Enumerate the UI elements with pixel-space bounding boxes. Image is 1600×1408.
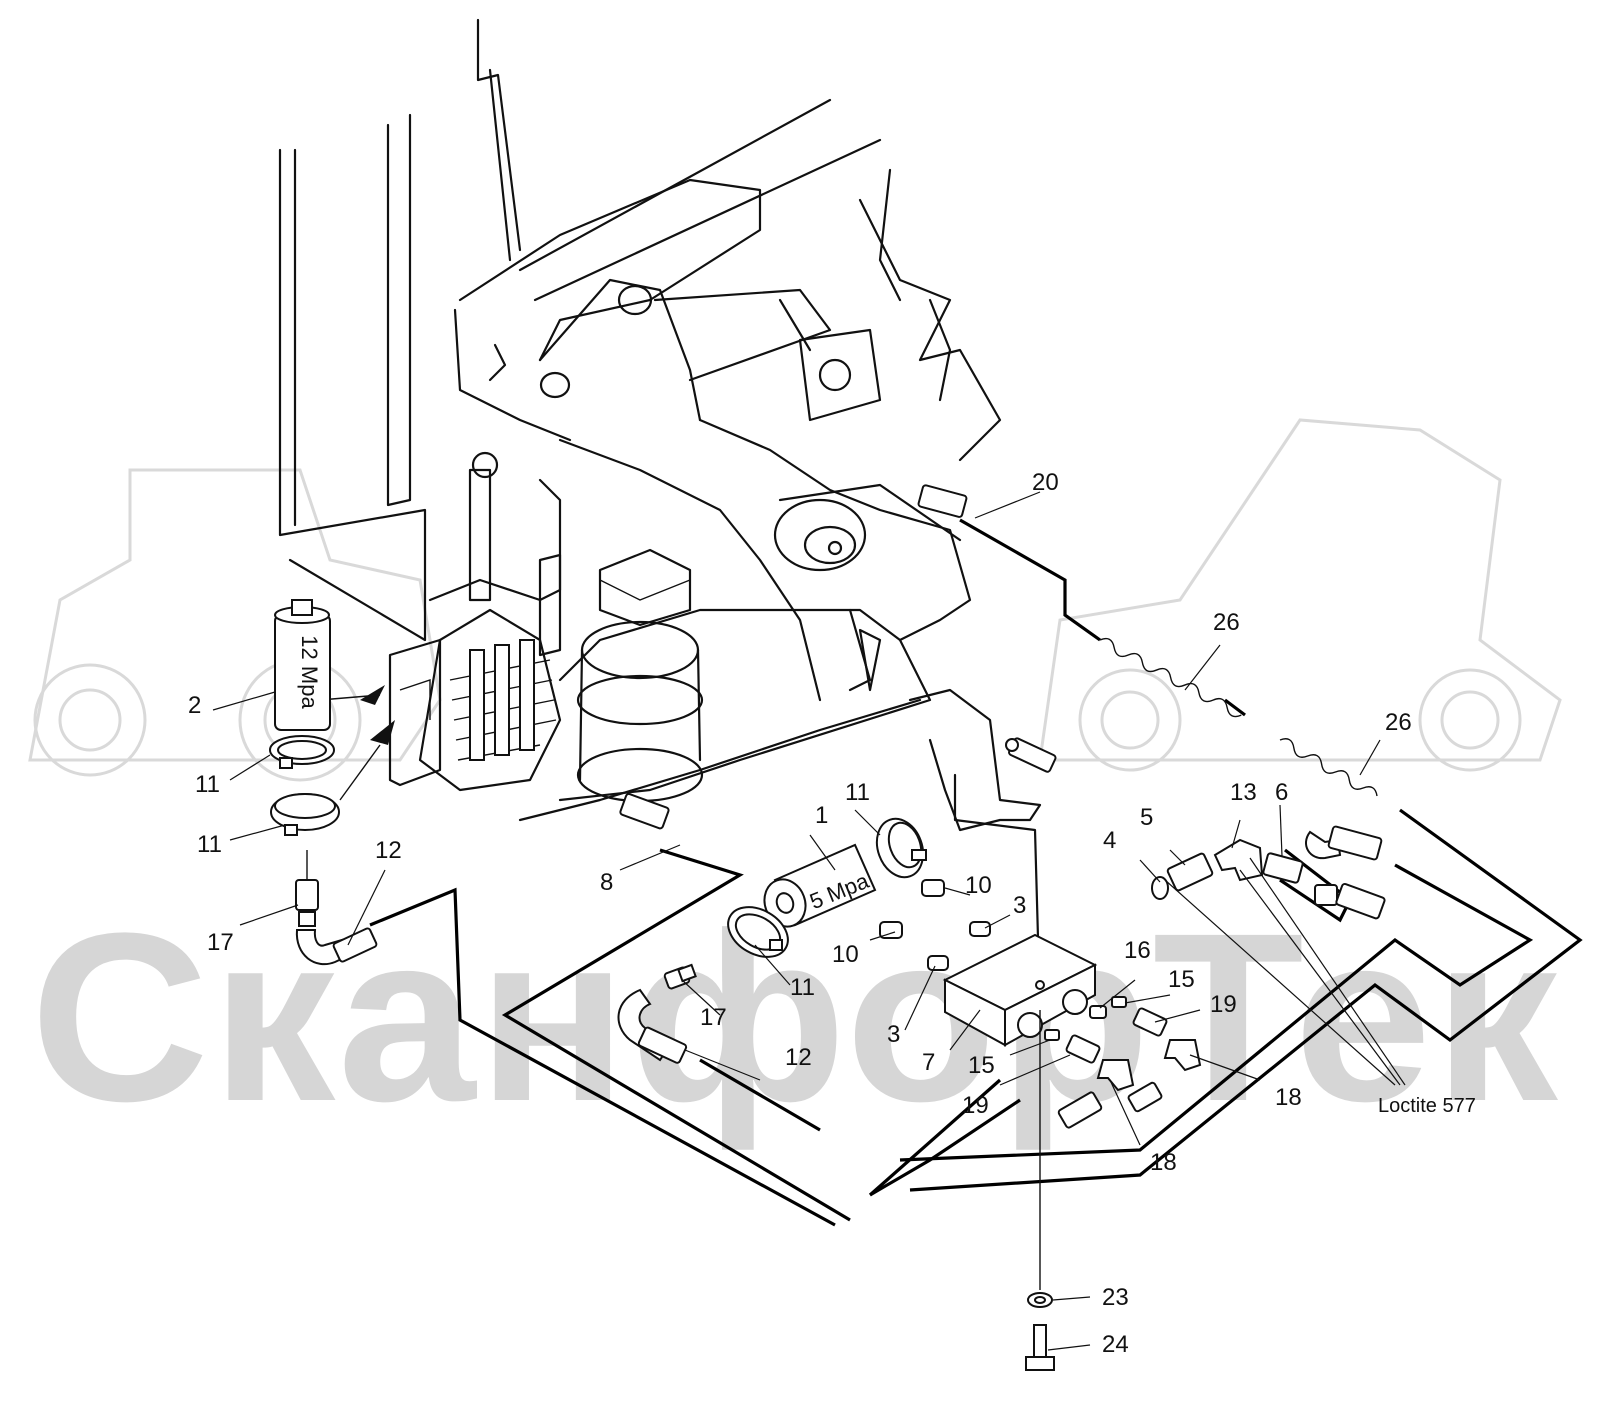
- fitting-5: [1166, 852, 1214, 892]
- callout-24: 24: [1102, 1331, 1129, 1358]
- fitting-19-upper: [1132, 1007, 1168, 1037]
- callout-23: 23: [1102, 1284, 1129, 1311]
- plug-10-upper: [921, 879, 945, 897]
- parts: 12 Mpa 5 Mpa: [269, 484, 1386, 1371]
- fitting-15-upper: [1111, 996, 1127, 1008]
- spiral-guard-26-lower: [1279, 738, 1378, 797]
- plug-3-lower: [927, 955, 949, 971]
- elbow-13: [1213, 838, 1264, 882]
- accumulator-12-label: 12 Mpa: [297, 635, 322, 709]
- callout-2: 2: [188, 692, 201, 719]
- bolt-24: [1025, 1010, 1055, 1371]
- callout-3-a: 3: [1013, 892, 1026, 919]
- callout-8: 8: [600, 869, 613, 896]
- callout-19-a: 19: [962, 1092, 989, 1119]
- elbow-18-lower: [1096, 1059, 1135, 1092]
- fitting-15-lower: [1044, 1029, 1060, 1041]
- callout-26-a: 26: [1213, 609, 1240, 636]
- plug-10-lower: [879, 921, 903, 939]
- callout-10-b: 10: [832, 941, 859, 968]
- callout-11-c: 11: [845, 779, 870, 806]
- fitting-8: [619, 792, 670, 830]
- callout-15-b: 15: [1168, 966, 1195, 993]
- hose-elbow-12-left: [295, 927, 378, 966]
- callout-17-a: 17: [207, 929, 234, 956]
- callout-19-b: 19: [1210, 991, 1237, 1018]
- hose-elbow-12-right: [617, 988, 688, 1064]
- callout-26-b: 26: [1385, 709, 1412, 736]
- plug-3-upper: [969, 921, 991, 937]
- fitting-19-lower: [1065, 1034, 1101, 1064]
- loctite-note: Loctite 577: [1378, 1095, 1476, 1117]
- accumulator-12mpa: 12 Mpa: [274, 599, 331, 731]
- callout-1: 1: [815, 802, 828, 829]
- callout-5: 5: [1140, 804, 1153, 831]
- leader-lines: [212, 491, 1406, 1351]
- callout-6: 6: [1275, 779, 1288, 806]
- callout-7: 7: [922, 1049, 935, 1076]
- accumulator-5mpa: 5 Mpa: [763, 843, 877, 928]
- washer-4: [1151, 876, 1169, 900]
- callout-16: 16: [1124, 937, 1151, 964]
- washer-23: [1027, 1292, 1053, 1308]
- callout-11-d: 11: [790, 974, 815, 1001]
- clamp-right: [875, 817, 927, 879]
- hose-end-upper-a: [1305, 825, 1383, 861]
- hose-end-lower: [1057, 1081, 1163, 1129]
- callout-15-a: 15: [968, 1052, 995, 1079]
- fitting-17-right: [663, 963, 697, 990]
- fitting-17-left: [295, 850, 319, 927]
- callout-12-b: 12: [785, 1044, 812, 1071]
- hose-end-upper-b: [1314, 882, 1386, 920]
- callout-11-a: 11: [195, 771, 220, 798]
- clamp-upper: [269, 735, 335, 769]
- callout-3-b: 3: [887, 1021, 900, 1048]
- callouts: 2 11 11 17 12 8 1 11 11 17 12 10 10 3 3 …: [188, 469, 1476, 1358]
- valve-block-7: [942, 933, 1098, 1047]
- clamp-left: [727, 906, 789, 958]
- fitting-16: [1089, 1005, 1107, 1019]
- callout-11-b: 11: [197, 831, 222, 858]
- callout-20: 20: [1032, 469, 1059, 496]
- fitting-20: [917, 484, 968, 518]
- watermark: СканфорТек: [28, 418, 1562, 1151]
- callout-12-a: 12: [375, 837, 402, 864]
- callout-4: 4: [1103, 827, 1116, 854]
- adapter-6: [1262, 852, 1304, 884]
- callout-10-a: 10: [965, 872, 992, 899]
- hydraulic-pipes: [369, 518, 1583, 1227]
- callout-17-b: 17: [700, 1004, 727, 1031]
- callout-18-b: 18: [1150, 1149, 1177, 1176]
- watermark-excavator-outline: [1038, 418, 1562, 772]
- spiral-guard-26-upper: [1099, 637, 1242, 718]
- elbow-18-upper: [1163, 1039, 1202, 1072]
- machine-frame: [278, 18, 1057, 1012]
- callout-18-a: 18: [1275, 1084, 1302, 1111]
- clamp-lower: [270, 793, 340, 836]
- callout-13: 13: [1230, 779, 1257, 806]
